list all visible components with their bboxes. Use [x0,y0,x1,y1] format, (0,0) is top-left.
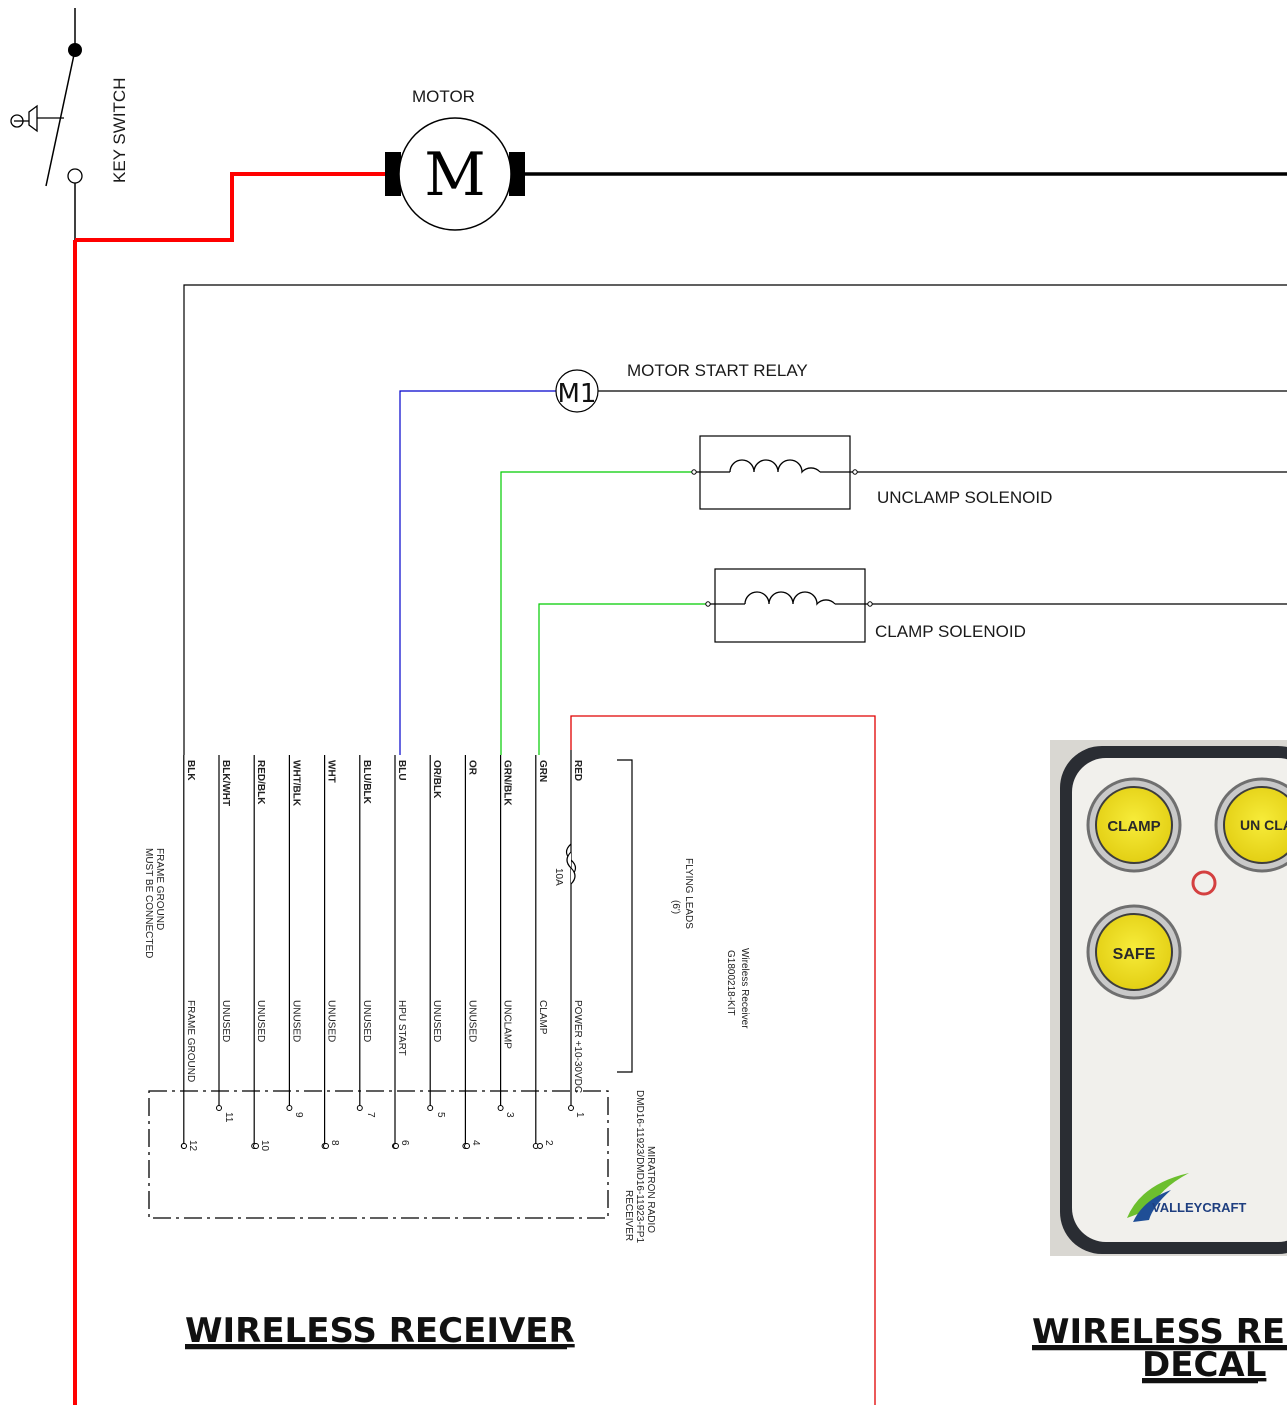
receiver-part-number: G1800218-KIT [725,950,736,1016]
motor-label: MOTOR [412,87,475,106]
radio-model-2: DMD16-11923/DMD16-11923-FP1 [634,1090,645,1243]
pin-number: 6 [399,1140,410,1146]
terminal [393,1143,399,1149]
pin-number: 1 [574,1112,585,1118]
pin-number: 10 [259,1140,270,1152]
radio-model-1: MIRATRON RADIO [645,1146,656,1233]
wire-color-label: BLU/BLK [361,760,372,805]
receiver-name: Wireless Receiver [739,948,750,1029]
brand-wordmark: VALLEYCRAFT [1152,1200,1246,1215]
pin-number: 11 [223,1112,234,1123]
wire-function-label: UNUSED [255,1000,266,1042]
flying-leads-label: FLYING LEADS [683,858,694,929]
wire-color-label: BLK/WHT [220,760,231,806]
motor-start-relay-label: MOTOR START RELAY [627,361,808,380]
wire-function-label: UNUSED [431,1000,442,1042]
receiver-wires: RED POWER +10-30VDC GRN CLAMP GRN/BLK UNCLAMP… [180,755,585,1152]
wire-color-label: GRN/BLK [502,760,513,806]
terminal [253,1143,259,1149]
motor: M MOTOR [385,87,1287,231]
wire-function-label: UNUSED [466,1000,477,1042]
safe-button-label: SAFE [1113,946,1156,963]
pin-number: 7 [365,1112,376,1118]
frame-ground-note-1: FRAME GROUND [154,848,165,930]
key-switch: KEY SWITCH [10,8,129,240]
wire-function-label: POWER +10-30VDC [572,1000,583,1093]
wire-function-label: UNCLAMP [502,1000,513,1049]
terminal [323,1143,329,1149]
motor-symbol: M [424,140,485,210]
terminal [356,1105,363,1111]
flying-leads-length: (6') [670,900,681,914]
motor-start-relay: M1 MOTOR START RELAY [399,361,1287,755]
remote-photo: CLAMP UN CLAMP SAFE VALLEYCRAFT [1050,740,1287,1256]
terminal [464,1143,470,1149]
key-icon [10,104,64,133]
wire-function-label: UNUSED [361,1000,372,1042]
wire-color-label: BLK [185,760,196,781]
ground-wire [183,284,1287,755]
relay-symbol: M1 [558,379,597,409]
wire-function-label: UNUSED [290,1000,301,1042]
wire-color-label: OR [466,760,477,776]
frame-ground-note-2: MUST BE CONNECTED [143,848,154,958]
wire-color-label: RED [572,760,583,781]
pin-number: 4 [470,1140,481,1146]
pin-number: 12 [187,1140,198,1152]
radio-model-3: RECEIVER [623,1190,634,1241]
pin-number: 9 [293,1112,304,1118]
wire-color-label: WHT/BLK [290,760,301,807]
clamp-solenoid-label: CLAMP SOLENOID [875,622,1026,641]
wireless-remote-title: WIRELESS REMOTE [1032,1312,1287,1352]
terminal [286,1105,293,1111]
terminal [568,1105,574,1111]
clamp-button-label: CLAMP [1107,818,1160,835]
clamp-button: CLAMP [1086,777,1182,873]
wire-function-label: UNUSED [220,1000,231,1042]
terminal [216,1105,222,1111]
terminal [497,1105,504,1111]
wireless-receiver: 10A FLYING LEADS (6') Wireless Receiver … [143,750,750,1351]
power-wires [73,172,876,1405]
wire-color-label: BLU [396,760,407,781]
terminal [427,1105,434,1111]
pin-number: 2 [543,1140,554,1146]
unclamp-solenoid-label: UNCLAMP SOLENOID [877,488,1052,507]
unclamp-button-label: UN CLAMP [1240,817,1287,833]
terminal [537,1143,543,1149]
wire-function-label: CLAMP [537,1000,548,1035]
pin-number: 3 [504,1112,515,1118]
fuse-rating: 10A [553,868,564,886]
wireless-remote-title-line2: DECAL [1142,1345,1266,1385]
wire-color-label: RED/BLK [255,760,266,805]
valleycraft-logo-icon: VALLEYCRAFT [1127,1173,1246,1222]
wire-function-label: UNUSED [326,1000,337,1042]
unclamp-button: UN CLAMP [1214,777,1287,873]
wire-color-label: GRN [537,760,548,782]
wire-color-label: WHT [326,760,337,783]
safe-button: SAFE [1086,904,1182,1000]
unclamp-solenoid: UNCLAMP SOLENOID [500,435,1287,755]
key-switch-label: KEY SWITCH [110,78,129,183]
clamp-solenoid: CLAMP SOLENOID [538,568,1287,755]
wire-function-label: HPU START [396,1000,407,1056]
wireless-receiver-title: WIRELESS RECEIVER [185,1311,575,1351]
status-led-icon [1191,870,1217,896]
wireless-remote-decal: CLAMP UN CLAMP SAFE VALLEYCRAFT WIRELESS… [1032,740,1287,1385]
pin-number: 5 [435,1112,446,1118]
wire-color-label: OR/BLK [431,760,442,799]
pin-number: 8 [329,1140,340,1146]
wire-function-label: FRAME GROUND [185,1000,196,1082]
terminal [181,1143,187,1149]
